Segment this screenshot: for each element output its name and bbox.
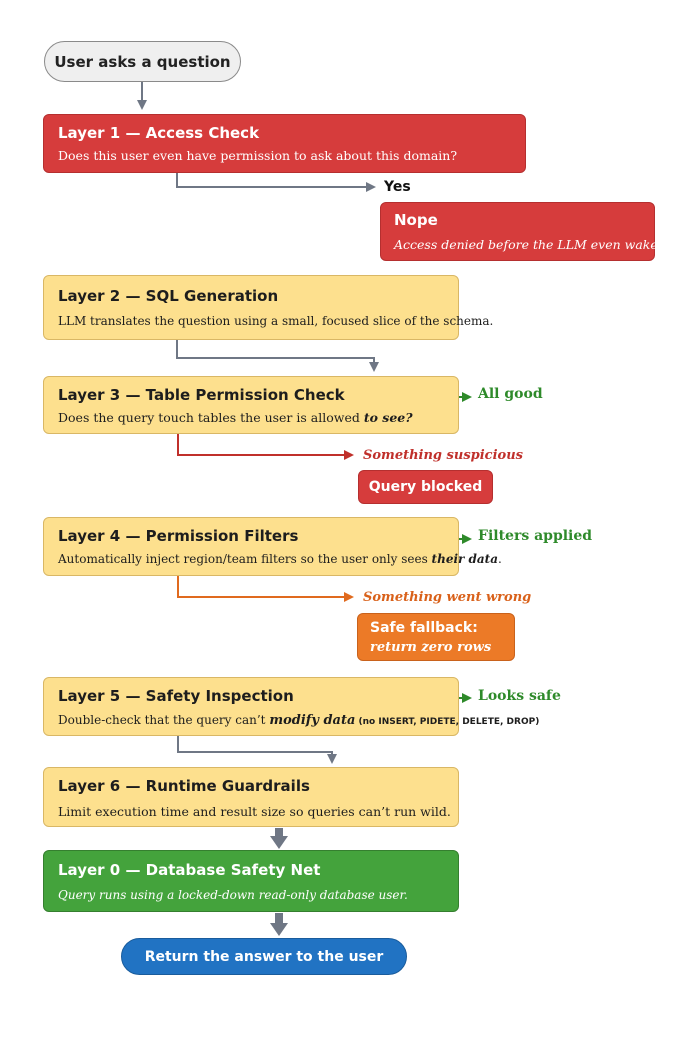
layer5-desc-b: modify data [269,713,356,728]
layer4-desc: Automatically inject region/team filters… [58,552,502,566]
layer6-desc: Limit execution time and result size so … [58,804,451,819]
fallback-line1: Safe fallback: [370,620,478,636]
end-node-label: Return the answer to the user [144,948,384,965]
layer4-desc-b: their data [431,552,498,566]
layer1-yes-label: Yes [384,179,411,195]
arrow-layer1-yes [176,173,376,192]
arrow-layer2-to-layer3 [176,340,379,372]
layer1-title: Layer 1 — Access Check [58,124,260,142]
layer4-filters-applied-label: Filters applied [478,528,593,544]
start-node: User asks a question [44,41,241,82]
layer1-desc: Does this user even have permission to a… [58,148,458,163]
layer4-desc-c: . [498,552,502,566]
layer2-sql-generation: Layer 2 — SQL Generation LLM translates … [43,275,493,340]
layer6-runtime-guardrails: Layer 6 — Runtime Guardrails Limit execu… [43,767,459,827]
layer4-went-wrong-label: Something went wrong [363,590,532,605]
nope-title: Nope [394,211,438,229]
layer4-permission-filters: Layer 4 — Permission Filters Automatical… [43,517,502,576]
fallback-line2: return zero rows [370,640,492,655]
layer3-suspicious-label: Something suspicious [363,448,523,463]
layer5-desc: Double-check that the query can’t modify… [58,713,539,728]
layer0-database-safety-net: Layer 0 — Database Safety Net Query runs… [43,850,459,912]
arrow-layer3-suspicious [177,434,354,460]
nope-box: Nope Access denied before the LLM even w… [380,202,684,261]
layer2-title: Layer 2 — SQL Generation [58,287,279,305]
layer6-title: Layer 6 — Runtime Guardrails [58,777,310,795]
start-node-label: User asks a question [54,52,231,71]
arrow-layer0-to-end [270,923,288,936]
arrow-layer6-to-layer0 [270,836,288,849]
end-node: Return the answer to the user [121,938,407,975]
layer3-all-good-label: All good [478,386,543,402]
layer3-desc-a: Does the query touch tables the user is … [58,410,364,425]
query-blocked-label: Query blocked [368,479,483,495]
layer3-table-permission-check: Layer 3 — Table Permission Check Does th… [43,376,459,434]
layer4-title: Layer 4 — Permission Filters [58,527,299,545]
nope-desc: Access denied before the LLM even wakes … [394,237,685,252]
layer5-desc-a: Double-check that the query can’t [58,713,270,727]
layer0-desc: Query runs using a locked-down read-only… [58,888,408,902]
safe-fallback-box: Safe fallback: return zero rows [357,613,515,661]
layer0-title: Layer 0 — Database Safety Net [58,861,321,879]
layer3-desc: Does the query touch tables the user is … [58,410,413,425]
layer1-access-check: Layer 1 — Access Check Does this user ev… [43,114,526,173]
layer5-safety-inspection: Layer 5 — Safety Inspection Double-check… [43,677,539,736]
layer5-desc-c: (no INSERT, PIDETE, DELETE, DROP) [355,717,540,727]
layer3-desc-b: to see? [363,410,413,425]
layer4-desc-a: Automatically inject region/team filters… [58,552,432,566]
query-blocked-box: Query blocked [358,470,493,504]
layer2-desc: LLM translates the question using a smal… [58,314,494,328]
layer5-looks-safe-label: Looks safe [478,688,561,704]
arrow-layer4-went-wrong [177,576,354,602]
layer3-title: Layer 3 — Table Permission Check [58,386,345,404]
arrow-layer5-to-layer6 [177,736,337,764]
layer5-title: Layer 5 — Safety Inspection [58,687,294,705]
